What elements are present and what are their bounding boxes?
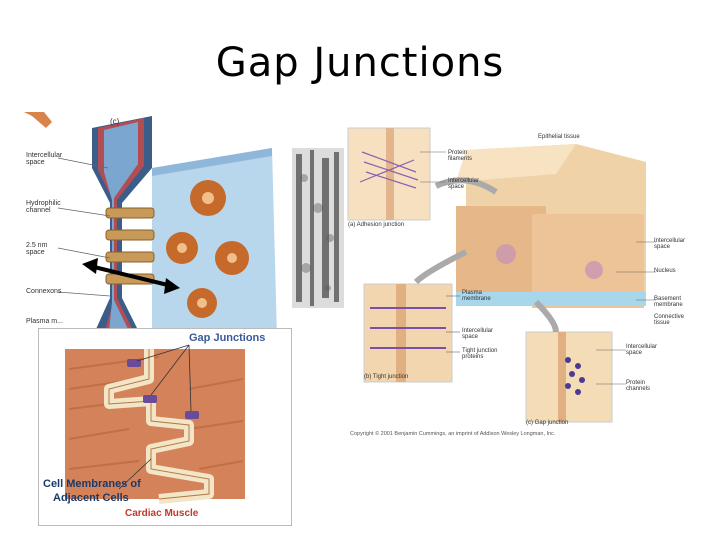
label-epithelial-tissue: Epithelial tissue (538, 134, 580, 140)
label-tight-junction-proteins: Tight junction proteins (462, 348, 498, 361)
label-intercellular-space-main: Intercellular space (654, 238, 686, 251)
label-nucleus: Nucleus (654, 268, 676, 274)
zoom-arrow-icon (413, 177, 559, 333)
double-arrow-icon (82, 258, 180, 294)
label-tight-junction: (b) Tight junction (364, 374, 409, 380)
label-connective-tissue: Connective tissue (654, 314, 685, 327)
gap-junction-marker-icon (127, 359, 199, 419)
label-basement-membrane: Basement membrane (654, 296, 683, 309)
label-plasma-membrane: Plasma membrane (462, 290, 491, 303)
inset-caption-line1: Cell Membranes of (43, 478, 141, 490)
label-intercellular-space-c: Intercellular space (626, 344, 658, 357)
panel-label-c: (c) (110, 117, 120, 126)
label-gap-junction: (c) Gap junction (526, 420, 569, 426)
inset-heading: Gap Junctions (189, 332, 266, 344)
epithelial-illustration (347, 127, 656, 423)
label-intercellular-space: Intercellular space (26, 152, 63, 167)
inset-tissue-label: Cardiac Muscle (125, 508, 199, 519)
label-protein-filaments: Protein filaments (448, 150, 473, 163)
connexon-hexamer-icon (166, 180, 249, 318)
micrograph-strip (292, 148, 344, 308)
label-hydrophilic-channel: Hydrophilic channel (26, 200, 61, 215)
label-plasma-membranes: Plasma m... (26, 318, 63, 325)
label-protein-channels: Protein channels (626, 380, 651, 393)
pointer-arrow-icon (24, 112, 52, 128)
inset-caption-line2: Adjacent Cells (53, 492, 129, 504)
label-adhesion-junction: (a) Adhesion junction (348, 222, 405, 228)
cardiac-muscle-illustration (65, 344, 245, 504)
cardiac-inset: Gap Junctions Cell Membranes of Adjacent… (38, 328, 292, 526)
epithelial-junctions-figure: Epithelial tissue Protein filaments Inte… (346, 122, 686, 442)
label-connexons: Connexons (26, 288, 62, 295)
label-intercellular-space-b: Intercellular space (462, 328, 494, 341)
copyright-line: Copyright © 2001 Benjamin Cummings, an i… (350, 431, 556, 437)
label-intercellular-space-a: Intercellular space (448, 178, 480, 191)
slide-title: Gap Junctions (215, 40, 505, 86)
label-space-width: 2.5 nm space (26, 242, 48, 257)
